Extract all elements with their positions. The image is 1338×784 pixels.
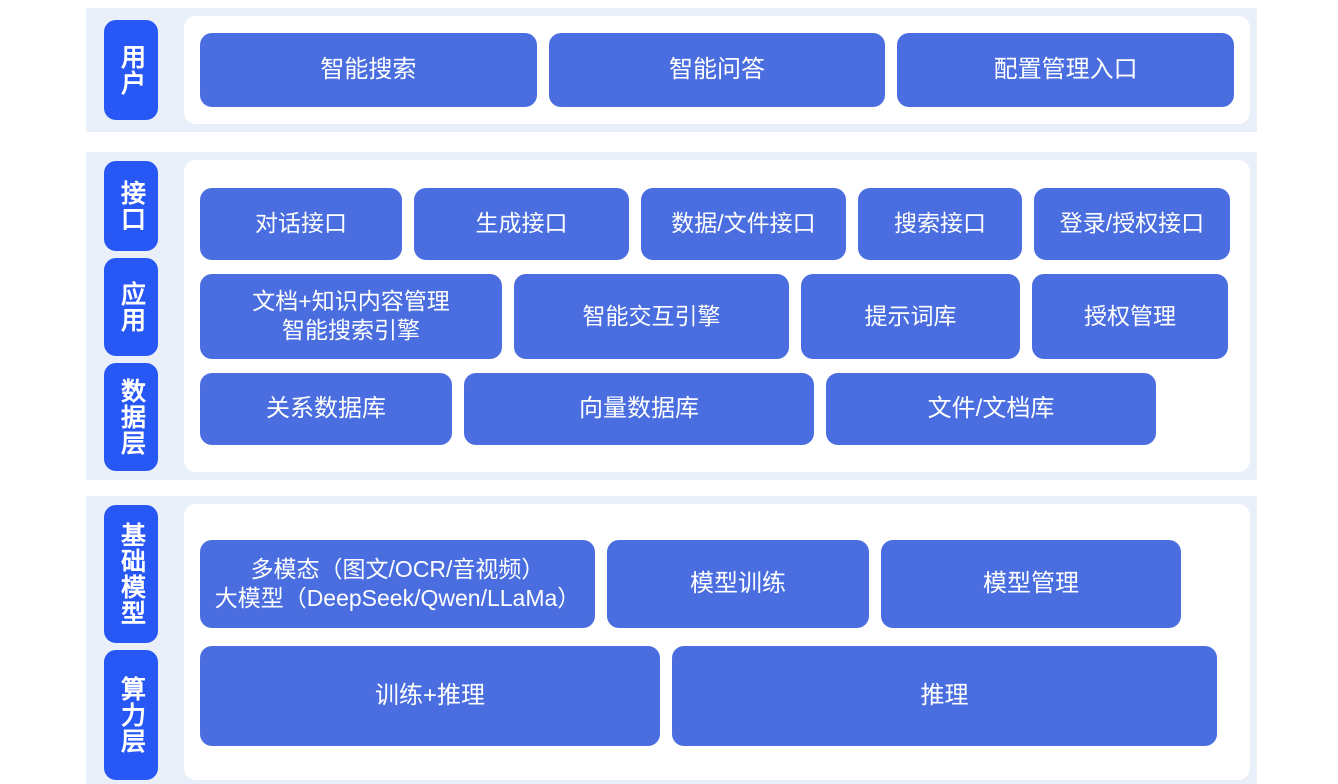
box-training-and-inference[interactable]: 训练+推理 [200,646,660,746]
row-foundation-model: 多模态（图文/OCR/音视频） 大模型（DeepSeek/Qwen/LLaMa）… [200,540,1234,628]
box-intelligent-search[interactable]: 智能搜索 [200,33,537,107]
box-generation-api[interactable]: 生成接口 [414,187,629,260]
label-column-platform-layer: 接口 应用 数据层 [86,152,180,480]
side-label-user[interactable]: 用户 [104,20,158,120]
box-prompt-library[interactable]: 提示词库 [801,273,1020,359]
box-file-document-store[interactable]: 文件/文档库 [826,372,1156,445]
box-dialog-api[interactable]: 对话接口 [200,187,402,260]
box-model-training[interactable]: 模型训练 [607,540,869,628]
row-application: 文档+知识内容管理 智能搜索引擎 智能交互引擎 提示词库 授权管理 [200,273,1234,359]
row-data-store: 关系数据库 向量数据库 文件/文档库 [200,372,1234,445]
box-inference[interactable]: 推理 [672,646,1217,746]
box-intelligent-qa[interactable]: 智能问答 [548,33,886,107]
box-data-file-api[interactable]: 数据/文件接口 [641,187,846,260]
box-vector-database[interactable]: 向量数据库 [464,372,814,445]
box-config-management-entry[interactable]: 配置管理入口 [897,33,1235,107]
panel-platform-layer: 对话接口 生成接口 数据/文件接口 搜索接口 登录/授权接口 文档+知识内容管理… [184,160,1250,472]
box-relational-database[interactable]: 关系数据库 [200,372,452,445]
side-label-application[interactable]: 应用 [104,258,158,356]
panel-user-layer: 智能搜索 智能问答 配置管理入口 [184,16,1250,124]
row-user-entries: 智能搜索 智能问答 配置管理入口 [200,33,1235,107]
section-infrastructure-layer: 基础模型 算力层 多模态（图文/OCR/音视频） 大模型（DeepSeek/Qw… [86,496,1257,784]
box-intelligent-interaction-engine[interactable]: 智能交互引擎 [514,273,789,359]
section-platform-layer: 接口 应用 数据层 对话接口 生成接口 数据/文件接口 搜索接口 登录/授权接口… [86,152,1257,480]
section-user-layer: 用户 智能搜索 智能问答 配置管理入口 [86,8,1257,132]
panel-infrastructure-layer: 多模态（图文/OCR/音视频） 大模型（DeepSeek/Qwen/LLaMa）… [184,504,1250,780]
box-authorization-management[interactable]: 授权管理 [1032,273,1228,359]
box-document-knowledge-management[interactable]: 文档+知识内容管理 智能搜索引擎 [200,273,502,359]
box-login-auth-api[interactable]: 登录/授权接口 [1034,187,1230,260]
label-column-user-layer: 用户 [86,8,180,132]
side-label-data[interactable]: 数据层 [104,363,158,471]
label-column-infrastructure-layer: 基础模型 算力层 [86,496,180,784]
side-label-foundation-model[interactable]: 基础模型 [104,504,158,643]
box-multimodal-large-model[interactable]: 多模态（图文/OCR/音视频） 大模型（DeepSeek/Qwen/LLaMa） [200,540,595,628]
side-label-interface[interactable]: 接口 [104,161,158,251]
box-search-api[interactable]: 搜索接口 [858,187,1022,260]
row-compute: 训练+推理 推理 [200,646,1234,746]
row-interface: 对话接口 生成接口 数据/文件接口 搜索接口 登录/授权接口 [200,187,1234,260]
box-model-management[interactable]: 模型管理 [881,540,1181,628]
side-label-compute[interactable]: 算力层 [104,649,158,780]
